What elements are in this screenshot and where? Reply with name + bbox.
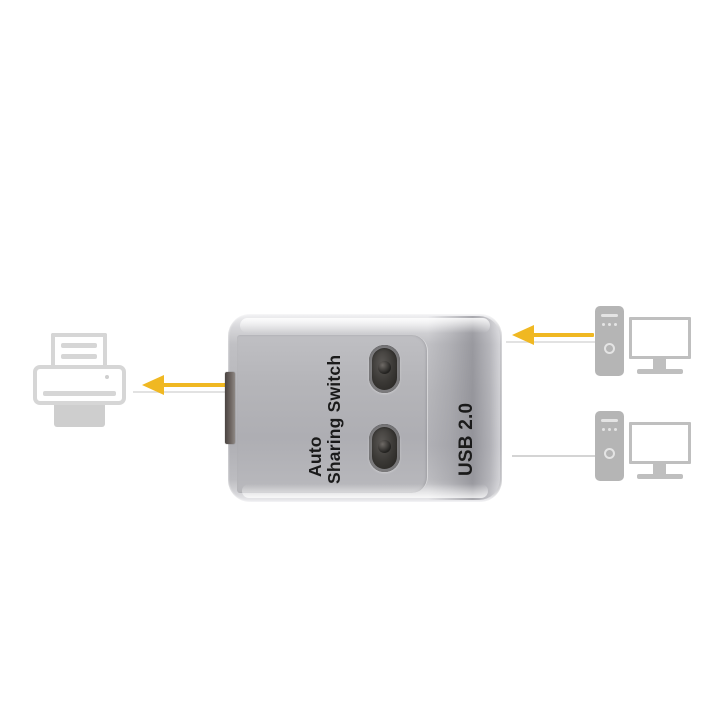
computer-monitor-stand-icon xyxy=(653,464,666,474)
printer-output-slot-icon xyxy=(43,391,116,396)
computer-tower-drive-slot-icon xyxy=(601,419,618,422)
device-usb-version-label: USB 2.0 xyxy=(456,402,477,476)
device-right-metal-band xyxy=(428,316,500,500)
device-brand-label-line2: Sharing Switch xyxy=(324,354,344,484)
printer-body-icon xyxy=(33,365,126,405)
desktop-computer-icon-top xyxy=(595,306,691,378)
computer-tower-indicator-icon xyxy=(614,323,617,326)
computer-bottom-connection-line xyxy=(512,455,598,457)
computer-tower-icon xyxy=(595,306,624,376)
computer-tower-indicator-icon xyxy=(614,428,617,431)
arrow-shaft xyxy=(532,333,594,337)
arrow-shaft xyxy=(162,383,228,387)
computer-power-button-icon xyxy=(604,343,615,354)
arrow-head xyxy=(512,325,534,345)
printer-paper-line-icon xyxy=(61,343,97,348)
computer-tower-indicator-icon xyxy=(608,323,611,326)
computer-top-flow-arrow-icon xyxy=(512,323,594,347)
computer-power-button-icon xyxy=(604,448,615,459)
printer-connection-line xyxy=(133,391,229,393)
printer-paper-tray-icon xyxy=(51,333,107,367)
computer-top-connection-line xyxy=(506,341,596,343)
computer-tower-indicator-icon xyxy=(602,428,605,431)
computer-monitor-stand-icon xyxy=(653,359,666,369)
device-brand-label-line1: Auto xyxy=(305,436,325,477)
printer-led-icon xyxy=(105,375,109,379)
device-bottom-highlight xyxy=(242,484,488,498)
device-selector-button-top[interactable] xyxy=(369,345,400,393)
device-brand-label: Auto Sharing Switch xyxy=(305,354,344,484)
computer-monitor-icon xyxy=(629,317,691,359)
computer-tower-drive-slot-icon xyxy=(601,314,618,317)
arrow-head xyxy=(142,375,164,395)
desktop-computer-icon-bottom xyxy=(595,411,691,483)
device-selector-button-bottom[interactable] xyxy=(369,424,400,472)
printer-paper-line-icon xyxy=(61,354,97,359)
device-printer-usb-port[interactable] xyxy=(225,372,235,444)
usb-auto-sharing-switch: Auto Sharing Switch USB 2.0 xyxy=(225,314,502,502)
computer-monitor-base-icon xyxy=(637,369,683,374)
computer-tower-indicator-icon xyxy=(602,323,605,326)
printer-icon xyxy=(33,333,129,433)
computer-monitor-icon xyxy=(629,422,691,464)
computer-tower-indicator-icon xyxy=(608,428,611,431)
computer-tower-icon xyxy=(595,411,624,481)
device-top-highlight xyxy=(240,318,490,333)
printer-flow-arrow-icon xyxy=(142,373,228,397)
computer-monitor-base-icon xyxy=(637,474,683,479)
printer-output-tray-icon xyxy=(54,405,105,427)
